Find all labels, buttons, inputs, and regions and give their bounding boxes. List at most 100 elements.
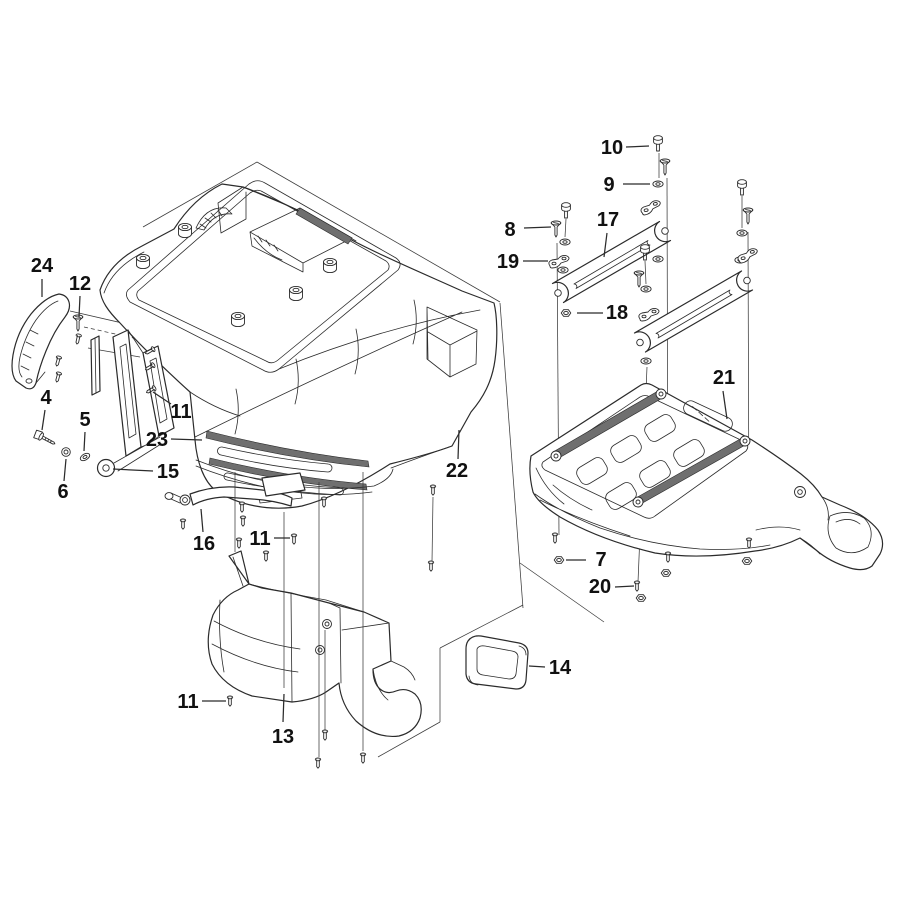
boss [231, 311, 245, 328]
washer-fastener [640, 357, 652, 365]
callout-24: 24 [31, 255, 54, 297]
leader-line [63, 458, 67, 482]
rear-cover-part-21 [529, 382, 884, 571]
callout-4: 4 [40, 387, 52, 431]
ring-fastener [61, 447, 71, 457]
strap-part-17 [551, 220, 754, 353]
callout-11: 11 [177, 691, 226, 713]
washer-fastener [652, 180, 664, 188]
nut-fastener [741, 557, 753, 565]
boss [289, 285, 303, 302]
callout-23: 23 [146, 429, 203, 451]
callout-21: 21 [713, 367, 735, 420]
part-number: 12 [69, 273, 91, 295]
callout-5: 5 [79, 409, 91, 452]
callout-14: 14 [528, 657, 572, 679]
main-cover-part-22 [99, 180, 498, 509]
callout-8: 8 [504, 219, 552, 241]
part-number: 6 [57, 481, 68, 503]
washer-fastener [78, 451, 92, 463]
pin-fastener [664, 551, 672, 563]
washer-fastener [652, 255, 664, 263]
pin-fastener [239, 515, 247, 527]
leader-line [78, 295, 81, 318]
pin-fastener [290, 533, 298, 545]
side-pocket [426, 306, 478, 378]
boss [136, 253, 150, 270]
part-number: 10 [601, 137, 623, 159]
callout-20: 20 [589, 576, 635, 598]
part-number: 18 [606, 302, 628, 324]
callout-12: 12 [69, 273, 91, 318]
part-number: 13 [272, 726, 294, 748]
nut-fastener [560, 309, 572, 317]
bolt-fastener [561, 202, 571, 219]
pin-fastener [226, 695, 234, 707]
part-number: 5 [79, 409, 90, 431]
callout-15: 15 [112, 461, 179, 483]
callout-11: 11 [249, 528, 290, 550]
projection-line [644, 260, 647, 285]
pin-fastener [262, 550, 270, 562]
ribbed-block [195, 207, 233, 231]
projection-line [142, 161, 258, 228]
part-number: 15 [157, 461, 179, 483]
pin-fastener [53, 371, 63, 384]
clamp-fastener [638, 307, 660, 322]
washer-fastener [640, 285, 652, 293]
brand-badge [683, 400, 733, 432]
part-number: 23 [146, 429, 168, 451]
leader-line [83, 431, 86, 452]
gasket-part-14 [465, 635, 529, 690]
callout-11: 11 [152, 391, 192, 423]
hexbolt-fastener [32, 428, 58, 449]
callout-13: 13 [272, 693, 294, 748]
projection-line [439, 604, 524, 649]
leader-line [200, 508, 204, 533]
screw-fastener [72, 314, 84, 332]
pin-fastener [53, 355, 63, 368]
leader-line [603, 232, 608, 258]
projection-line [519, 562, 605, 623]
lower-cover-part-13 [207, 550, 422, 738]
pin-fastener [429, 484, 437, 496]
callout-6: 6 [57, 458, 69, 503]
callout-22: 22 [446, 429, 468, 482]
pin-fastener [359, 752, 367, 764]
part-number: 19 [497, 251, 519, 273]
lever-part-16 [164, 472, 306, 507]
front-grille-part-23 [195, 430, 394, 504]
projection-line [431, 496, 434, 563]
washer-fastener [557, 266, 569, 274]
side-panel-part-24 [11, 293, 71, 390]
clamp-fastener [639, 199, 663, 216]
leader-line [625, 145, 650, 148]
leader-line [523, 226, 552, 229]
pin-fastener [427, 560, 435, 572]
callout-10: 10 [601, 137, 650, 159]
part-number: 11 [170, 401, 191, 423]
leader-line [614, 585, 635, 588]
bolt-fastener [653, 135, 663, 152]
clamp-fastener [548, 254, 570, 269]
part-number: 14 [549, 657, 572, 679]
screw-bosses [550, 388, 751, 508]
part-number: 17 [597, 209, 619, 231]
boss [323, 257, 337, 274]
callout-16: 16 [193, 508, 215, 555]
callout-17: 17 [597, 209, 619, 258]
leader-line [528, 665, 546, 668]
part-number: 24 [31, 255, 54, 277]
pin-fastener [633, 580, 641, 592]
callout-18: 18 [577, 302, 628, 324]
pin-fastener [179, 518, 187, 530]
pin-fastener [238, 501, 246, 513]
leader-line [112, 468, 154, 472]
nut-fastener [635, 594, 647, 602]
leader-line [152, 391, 172, 405]
part-number: 4 [40, 387, 52, 409]
pin-fastener [551, 532, 559, 544]
part-number: 21 [713, 367, 735, 389]
